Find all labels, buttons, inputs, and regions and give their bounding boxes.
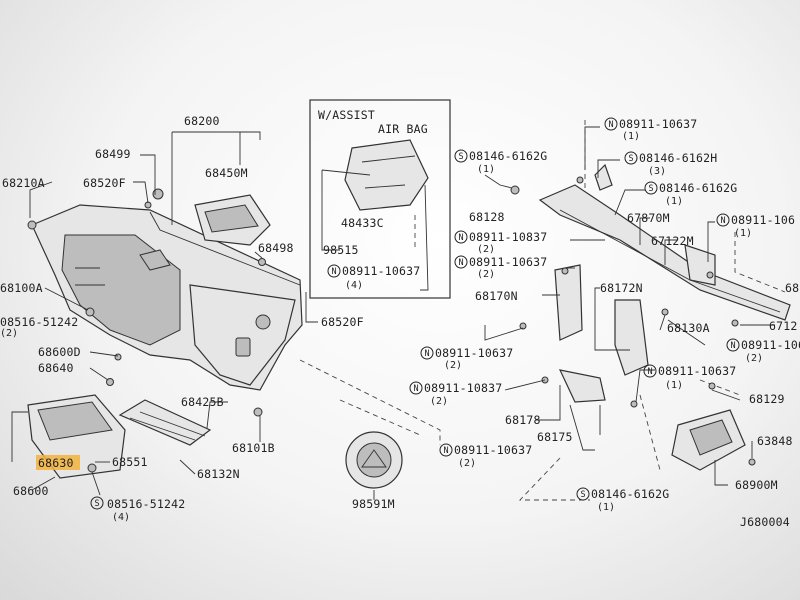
qty-3: (3) [648,166,666,177]
label-68132N: 68132N [197,467,240,481]
label-68210A: 68210A [2,176,45,190]
label-08516-51242-left: 08516-51242 [0,315,78,329]
symbol-n-1: N [608,120,613,130]
label-68520F-bottom: 68520F [321,315,364,329]
leader-lines [11,126,775,500]
label-68630: 68630 [38,456,74,470]
symbol-s-4: S [580,490,585,500]
part-98591M-steering-pad [345,431,403,489]
label-68128: 68128 [469,210,505,224]
symbol-n-7: N [424,349,429,359]
symbol-s-1: S [458,152,463,162]
fasteners [27,176,756,473]
part-labels: 68200 68499 68450M 68210A 68520F 68498 6… [0,114,800,529]
label-68551: 68551 [112,455,148,469]
label-08146-6162G-a: 08146-6162G [469,149,547,163]
qty-2c: (2) [444,360,462,371]
symbol-n-6: N [730,341,735,351]
label-08911-10637-d: 08911-10637 [658,364,736,378]
label-08146-6162G-b: 08146-6162G [659,181,737,195]
qty-2b: (2) [477,269,495,280]
label-08911-10637-box: 08911-10637 [342,264,420,278]
label-68520F-top: 68520F [83,176,126,190]
label-68640: 68640 [38,361,74,375]
qty-1e: (1) [665,380,683,391]
instrument-panel [31,204,303,391]
qty-2e: (2) [458,458,476,469]
label-08911-10637-a: 08911-10637 [469,255,547,269]
label-08911-10637-c: 08911-10637 [454,443,532,457]
label-68450M: 68450M [205,166,248,180]
label-68900M: 68900M [735,478,778,492]
label-08146-6162H: 08146-6162H [639,151,717,165]
label-68499: 68499 [95,147,131,161]
qty-1d: (1) [734,228,752,239]
label-68130A: 68130A [667,321,710,335]
label-68200: 68200 [184,114,220,128]
assist-box-title-1: W/ASSIST [318,108,375,122]
label-98515: 98515 [323,243,359,257]
label-J680004: J680004 [740,515,790,529]
part-68450M [194,194,271,246]
qty-1c: (1) [665,196,683,207]
part-68900M-module [671,409,746,471]
qty-1f: (1) [597,502,615,513]
part-68132N-bracket [118,399,212,446]
assist-box-title-2: AIR BAG [378,122,428,136]
label-68101B: 68101B [232,441,275,455]
label-08911-106-right: 08911-106 [731,213,795,227]
label-08911-10637-b: 08911-10637 [435,346,513,360]
label-68170N: 68170N [475,289,518,303]
circle-symbols: N S S S N N N N N N N N N S S [90,117,740,510]
qty-2d: (2) [430,396,448,407]
label-08911-10837-b: 08911-10837 [424,381,502,395]
assist-airbag-box: W/ASSIST AIR BAG [309,99,451,299]
label-68425B: 68425B [181,395,224,409]
airbag-module [344,139,429,211]
label-63848: 63848 [757,434,793,448]
label-68175: 68175 [537,430,573,444]
label-6712-right: 6712 [769,319,798,333]
symbol-s-2: S [628,154,633,164]
label-68172N: 68172N [600,281,643,295]
qty-2-left: (2) [0,328,18,339]
symbol-n-2: N [720,216,725,226]
label-68600: 68600 [13,484,49,498]
symbol-n-10: N [443,446,448,456]
label-08911-10837-a: 08911-10837 [469,230,547,244]
qty-1b: (1) [477,164,495,175]
label-08911-106-right-2: 08911-106 [741,338,800,352]
qty-4-box: (4) [345,280,363,291]
label-48433C: 48433C [341,216,384,230]
qty-1a: (1) [622,131,640,142]
label-68-right: 68 [785,281,799,295]
symbol-n-5: N [331,267,336,277]
label-08911-10637-top: 08911-10637 [619,117,697,131]
label-68498: 68498 [258,241,294,255]
label-98591M: 98591M [352,497,395,511]
qty-2-right: (2) [745,353,763,364]
label-08516-51242-bottom: 08516-51242 [107,497,185,511]
symbol-s-3: S [648,184,653,194]
symbol-n-4: N [458,258,463,268]
label-67870M: 67870M [627,211,670,225]
qty-4-bottom: (4) [112,512,130,523]
highlight-68630 [36,455,80,470]
symbol-n-8: N [647,367,652,377]
label-68100A: 68100A [0,281,43,295]
label-08146-6162G-c: 08146-6162G [591,487,669,501]
label-67122M: 67122M [651,234,694,248]
symbol-s-5: S [94,499,99,509]
quantity-labels: (1) (1) (3) (1) (1) (2) (2) (4) (2) (2) … [0,131,763,523]
label-68600D: 68600D [38,345,81,359]
qty-2a: (2) [477,244,495,255]
symbol-n-9: N [413,384,418,394]
symbol-n-3: N [458,233,463,243]
label-68129: 68129 [749,392,785,406]
label-68178: 68178 [505,413,541,427]
